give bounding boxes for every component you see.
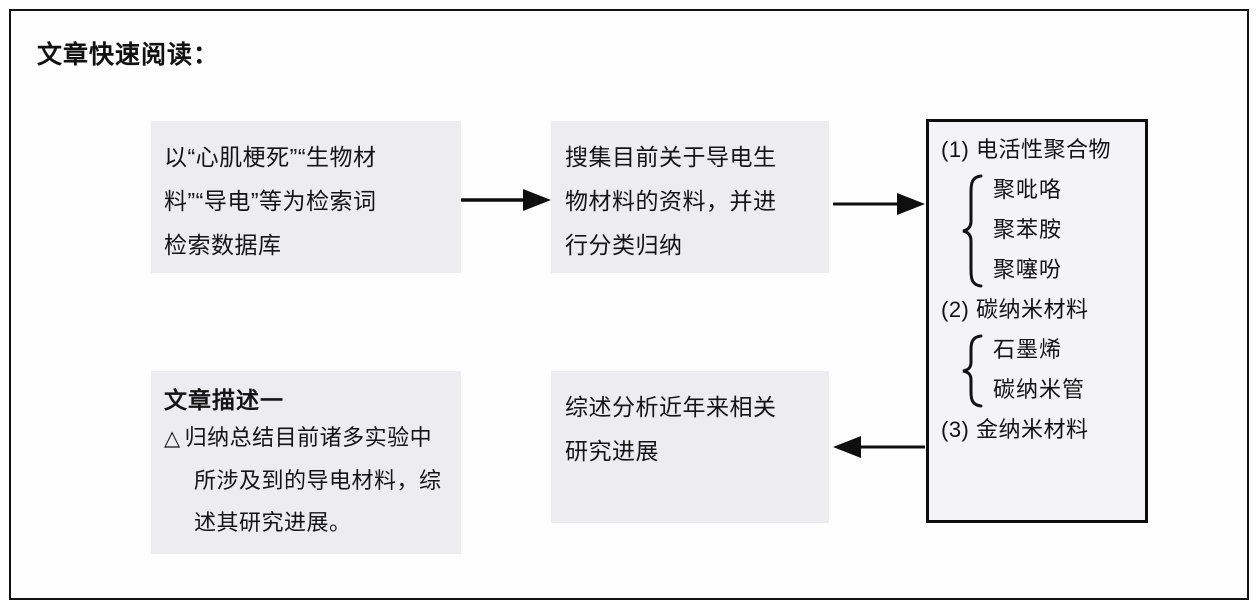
description-body-text: 归纳总结目前诸多实验中所涉及到的导电材料，综述其研究进展。 [184,425,442,535]
materials-brace-group-2: 石墨烯 碳纳米管 [929,330,1145,410]
description-heading: 文章描述一 [164,387,284,413]
material-item: 聚吡咯 [993,177,1063,202]
arrow-right-icon-search-to-collect [459,183,553,222]
materials-group-label-3: (3) 金纳米材料 [941,417,1089,442]
material-item: 石墨烯 [993,337,1063,362]
materials-brace-group-1: 聚吡咯 聚苯胺 聚噻吩 [929,170,1145,290]
step-box-search: 以“心肌梗死”“生物材 料”“导电”等为检索词 检索数据库 [151,121,461,273]
page-title: 文章快速阅读： [37,41,220,69]
left-curly-brace-icon-1 [959,170,985,290]
material-item: 聚苯胺 [993,217,1063,242]
step-box-collect: 搜集目前关于导电生 物材料的资料，并进 行分类归纳 [551,121,829,273]
arrow-right-icon-collect-to-panel [831,187,927,226]
outer-frame: 文章快速阅读： 以“心肌梗死”“生物材 料”“导电”等为检索词 检索数据库 搜集… [9,9,1249,600]
materials-group-label-2: (2) 碳纳米材料 [941,297,1089,322]
materials-brace-items-2: 石墨烯 碳纳米管 [985,330,1085,410]
step-box-search-text: 以“心肌梗死”“生物材 料”“导电”等为检索词 检索数据库 [164,144,377,258]
materials-group-label-1: (1) 电活性聚合物 [941,137,1112,162]
step-box-review: 综述分析近年来相关 研究进展 [551,371,829,523]
material-item: 碳纳米管 [993,377,1086,402]
materials-panel: (1) 电活性聚合物 聚吡咯 聚苯胺 聚噻吩 (2) 碳纳米材料 [926,119,1148,523]
step-box-description: 文章描述一 △归纳总结目前诸多实验中所涉及到的导电材料，综述其研究进展。 [151,371,461,554]
materials-brace-items-1: 聚吡咯 聚苯胺 聚噻吩 [985,170,1062,290]
triangle-marker-icon: △ [164,427,181,450]
step-box-review-text: 综述分析近年来相关 研究进展 [565,394,777,464]
step-box-collect-text: 搜集目前关于导电生 物材料的资料，并进 行分类归纳 [565,144,777,258]
left-curly-brace-icon-2 [959,330,985,410]
material-item: 聚噻吩 [993,257,1063,282]
arrow-left-icon-panel-to-review [829,430,927,469]
description-body: △归纳总结目前诸多实验中所涉及到的导电材料，综述其研究进展。 [164,417,451,544]
